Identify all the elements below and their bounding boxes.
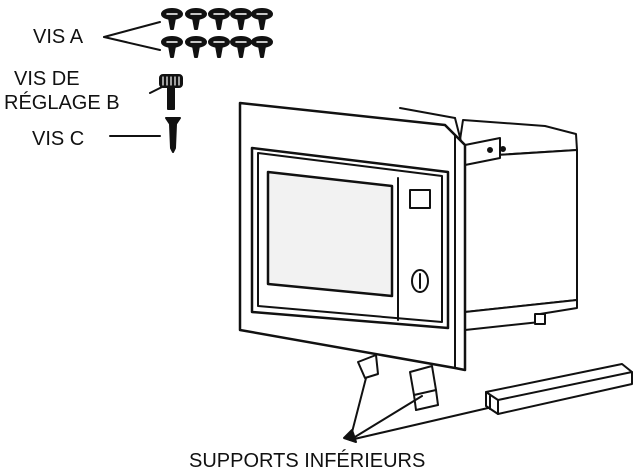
display-panel [409, 189, 431, 209]
bottom-supports [357, 354, 633, 415]
screw-a-icon [230, 8, 252, 30]
screw-a-icon [185, 8, 207, 30]
label-vis-a: VIS A [33, 26, 84, 48]
label-reglage-b: RÉGLAGE B [4, 92, 120, 114]
label-supports-inferieurs: SUPPORTS INFÉRIEURS [189, 450, 426, 472]
microwave-housing [399, 107, 578, 331]
screw-a-icon [251, 8, 273, 30]
label-vis-de: VIS DE [14, 68, 80, 90]
adjustment-screw-b-icon [149, 74, 183, 110]
screw-a-icon [161, 36, 183, 58]
screw-a-icon [251, 36, 273, 58]
screw-a-pointers [103, 21, 161, 51]
screw-c-icon [109, 117, 181, 153]
screw-a-icon [208, 8, 230, 30]
screw-a-icon-group [161, 8, 273, 58]
door-window [266, 170, 394, 298]
supports-pointers [343, 377, 489, 443]
screw-a-icon [161, 8, 183, 30]
screw-a-icon [185, 36, 207, 58]
microwave-front [250, 146, 450, 330]
label-vis-c: VIS C [32, 128, 85, 150]
screw-a-icon [230, 36, 252, 58]
screw-a-icon [208, 36, 230, 58]
